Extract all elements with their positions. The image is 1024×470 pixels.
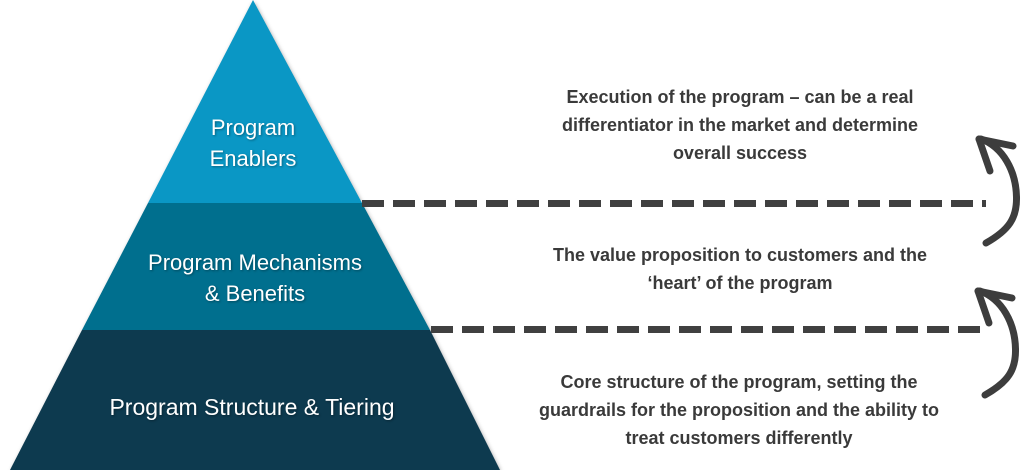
pyramid-tier-top-shape [148, 0, 362, 203]
pyramid [10, 0, 500, 470]
tier-label-program-structure-tiering: Program Structure & Tiering [109, 394, 395, 420]
tier-label-program-mechanisms-benefits: Program Mechanisms & Benefits [148, 250, 362, 306]
annotation-structure-description: Core structure of the program, setting t… [538, 372, 940, 448]
annotation-mechanisms-description: The value proposition to customers and t… [552, 245, 928, 293]
dashed-divider-top [362, 200, 986, 207]
curved-arrow-up-icon [975, 135, 1021, 247]
pyramid-tier-middle-shape [82, 203, 430, 330]
curved-arrow-up-icon [974, 287, 1020, 399]
tier-label-program-enablers: Program Enablers [209, 115, 297, 171]
pyramid-tier-bottom-shape [10, 330, 500, 470]
annotation-enablers-description: Execution of the program – can be a real… [561, 87, 919, 163]
dashed-divider-bottom [431, 326, 987, 333]
